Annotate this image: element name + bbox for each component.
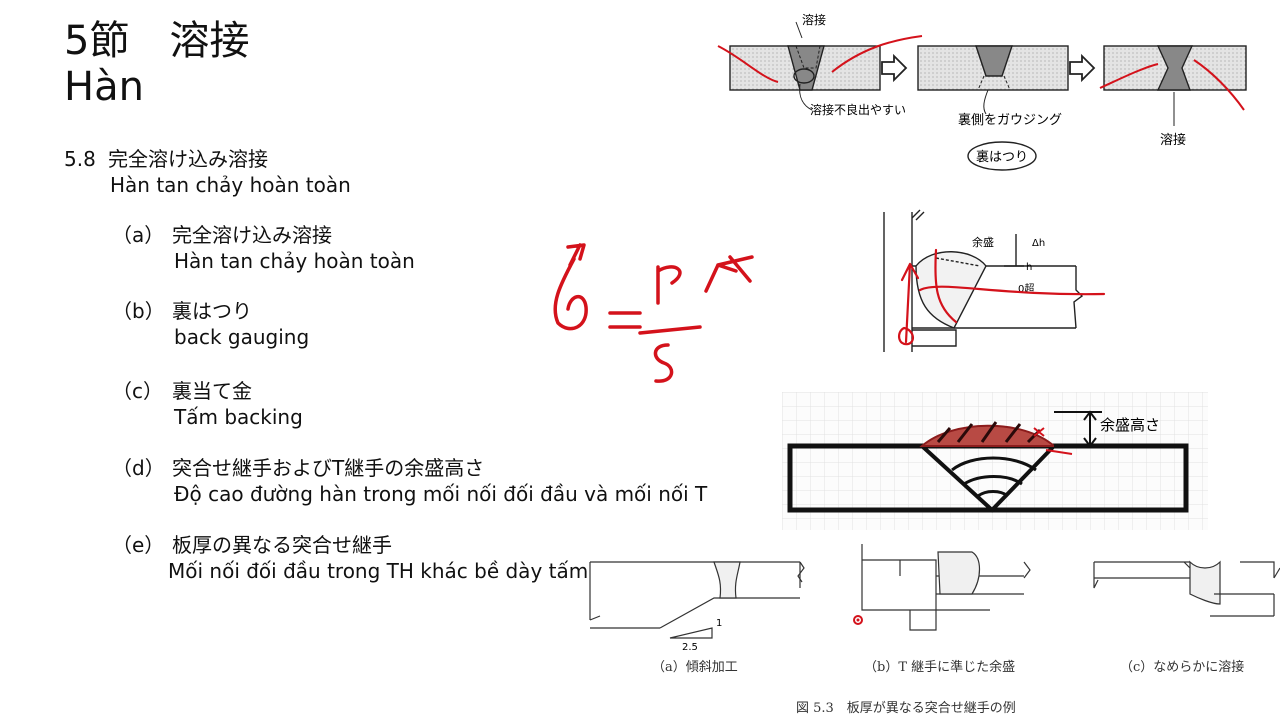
item-vi: Độ cao đường hàn trong mối nối đối đầu v… [174, 482, 708, 506]
item-vi: Tấm backing [174, 405, 303, 429]
fig-subcaption-b: （b）T 継手に準じた余盛 [864, 660, 1016, 675]
label-h: h [1026, 262, 1032, 273]
label-dh: Δh [1032, 238, 1045, 249]
item-jp: 突合せ継手およびT継手の余盛高さ [172, 456, 485, 480]
section-number: 5.8 [64, 147, 96, 171]
item-label: （c） [112, 379, 163, 403]
section-jp: 完全溶け込み溶接 [108, 147, 268, 171]
fig-subcaption-a: （a）傾斜加工 [652, 660, 738, 675]
back-gouging-sketch: 溶接 溶接不良出やすい 裏側をガウジング 裏はつり 溶接 [717, 12, 1247, 171]
item-vi: Hàn tan chảy hoàn toàn [174, 249, 415, 273]
label-weld: 溶接 [802, 12, 826, 27]
list-item: （b） 裏はつり back gauging [112, 298, 309, 350]
item-jp: 裏当て金 [172, 379, 252, 403]
list-item: （c） 裏当て金 Tấm backing [112, 378, 303, 430]
label-reinforcement: 余盛 [972, 235, 994, 249]
label-defect: 溶接不良出やすい [810, 102, 906, 117]
item-jp: 裏はつり [172, 299, 252, 323]
figure-5-3: 1 2.5 [589, 544, 1280, 653]
title-jp: 5節 溶接 [64, 18, 250, 64]
fig-subcaption-c: （c）なめらかに溶接 [1120, 660, 1245, 675]
list-item: （d） 突合せ継手およびT継手の余盛高さ Độ cao đường hàn tro… [112, 455, 707, 507]
slope-2-5: 2.5 [682, 642, 698, 653]
label-reinforcement-height: 余盛高さ [1100, 416, 1160, 434]
handwritten-formula [553, 243, 754, 383]
label-weld2: 溶接 [1160, 132, 1186, 148]
list-item: （a） 完全溶け込み溶接 Hàn tan chảy hoàn toàn [112, 222, 415, 274]
butt-joint-figure: 余盛高さ [782, 392, 1208, 530]
t-joint-figure: 余盛 h 0超 Δh [883, 209, 1106, 352]
item-label: （b） [112, 299, 165, 323]
title-vi: Hàn [64, 64, 144, 110]
list-item: （e） 板厚の異なる突合せ継手 Mối nối đối đầu trong TH … [112, 532, 588, 584]
item-label: （e） [112, 533, 165, 557]
item-label: （d） [112, 456, 165, 480]
item-jp: 板厚の異なる突合せ継手 [172, 533, 392, 557]
section-heading: 5.8 完全溶け込み溶接 Hàn tan chảy hoàn toàn [64, 146, 351, 198]
label-backchip: 裏はつり [976, 150, 1028, 165]
item-vi: Mối nối đối đầu trong TH khác bề dày tấm [168, 559, 589, 583]
label-gouging: 裏側をガウジング [958, 113, 1062, 128]
item-vi: back gauging [174, 325, 310, 349]
item-jp: 完全溶け込み溶接 [172, 223, 332, 247]
figure-caption: 図 5.3 板厚が異なる突合せ継手の例 [796, 701, 1016, 716]
section-vi: Hàn tan chảy hoàn toàn [110, 173, 351, 197]
slide-title: 5節 溶接 Hàn [64, 18, 249, 110]
slope-1: 1 [716, 618, 722, 629]
item-label: （a） [112, 223, 165, 247]
